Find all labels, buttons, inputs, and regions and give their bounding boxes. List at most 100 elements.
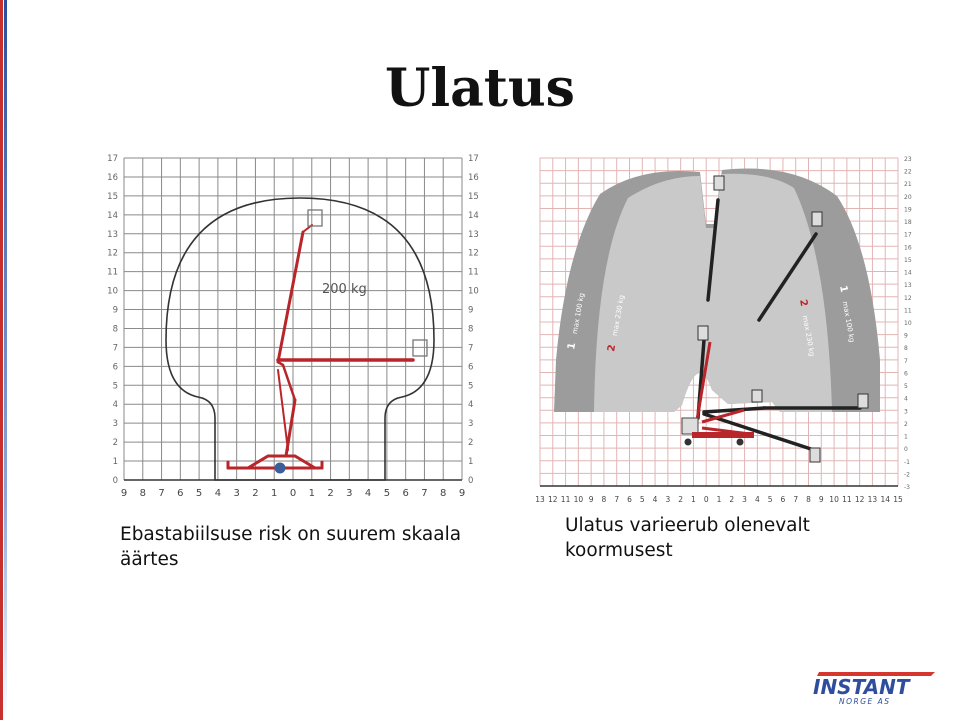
y-tick-label: 17 [904,232,912,239]
y-tick-label: -1 [904,459,910,466]
caption-left: Ebastabiilsuse risk on suurem skaala äär… [120,524,462,570]
y-tick-label: 6 [113,362,118,372]
y-tick-label: 1 [468,457,473,467]
y-tick-label: 2 [904,421,908,428]
y-tick-label: 10 [107,287,118,297]
zone-max-230kg [594,173,832,412]
y-tick-label: 16 [468,173,479,183]
x-tick-label: 13 [535,495,545,502]
x-tick-label: 8 [440,488,446,499]
x-tick-label: 3 [742,495,747,502]
x-tick-label: 6 [402,488,408,499]
x-tick-label: 2 [729,495,734,502]
x-tick-label: 8 [806,495,811,502]
people-count-2: 2 [606,344,618,353]
y-tick-label: 1 [904,434,908,441]
y-tick-label: 22 [904,169,912,176]
y-tick-label: 14 [468,211,479,221]
x-tick-label: 5 [768,495,773,502]
caption-right: Ulatus varieerub olenevalt koormusest [565,515,810,561]
y-tick-label: -3 [904,484,910,491]
y-tick-label: 17 [468,154,479,164]
x-tick-label: 9 [121,488,127,499]
y-tick-label: 9 [113,306,118,316]
y-tick-label: 12 [107,249,118,259]
truck [681,417,754,446]
x-tick-label: 8 [140,488,146,499]
y-tick-label: 0 [904,446,908,453]
y-tick-label: 3 [113,419,118,429]
y-tick-label: 4 [113,400,118,410]
y-tick-label: 16 [107,173,118,183]
y-tick-label: 3 [904,408,908,415]
x-tick-label: 9 [819,495,824,502]
company-logo: INSTANT NORGE AS [805,668,940,708]
y-tick-label: 3 [468,419,473,429]
working-envelope [165,197,435,481]
x-tick-label: 11 [561,495,571,502]
y-tick-label: 16 [904,244,912,251]
x-tick-label: 12 [548,495,558,502]
y-tick-label: 14 [107,211,118,221]
x-tick-label: 11 [842,495,852,502]
y-tick-label: 7 [904,358,908,365]
y-tick-label: 4 [904,396,908,403]
y-tick-label: 18 [904,219,912,226]
y-tick-label: 8 [904,345,908,352]
x-tick-label: 14 [880,495,890,502]
left-edge-accent [0,0,9,720]
x-tick-label: 1 [271,488,277,499]
y-tick-label: 1 [113,457,118,467]
y-tick-label: 5 [468,381,473,391]
y-tick-label: 21 [904,181,912,188]
x-tick-label: 10 [574,495,584,502]
x-tick-label: 13 [868,495,878,502]
y-tick-label: 11 [904,307,912,314]
x-tick-label: 7 [614,495,619,502]
y-tick-label: 4 [468,400,473,410]
y-tick-label: 6 [468,362,473,372]
y-tick-label: 13 [107,230,118,240]
x-tick-label: 5 [196,488,202,499]
y-tick-label: 8 [113,324,118,334]
y-tick-label: 13 [904,282,912,289]
x-tick-label: 4 [215,488,221,499]
y-tick-label: 9 [904,333,908,340]
x-tick-label: 4 [755,495,760,502]
x-tick-label: 0 [290,488,296,499]
y-tick-label: -2 [904,471,910,478]
x-tick-label: 7 [421,488,427,499]
basket [307,209,428,357]
x-tick-label: 6 [781,495,786,502]
y-tick-label: 12 [904,295,912,302]
y-tick-label: 7 [468,343,473,353]
y-tick-label: 5 [113,381,118,391]
y-tick-label: 9 [468,306,473,316]
y-tick-label: 2 [468,438,473,448]
y-tick-label: 0 [468,476,473,486]
x-tick-label: 5 [640,495,645,502]
x-tick-label: 1 [691,495,696,502]
y-tick-label: 15 [468,192,479,202]
y-tick-label: 12 [468,249,479,259]
y-tick-label: 0 [113,476,118,486]
load-label: 200 kg [322,282,367,297]
y-tick-label: 13 [468,230,479,240]
x-tick-label: 1 [717,495,722,502]
y-tick-label: 23 [904,156,912,163]
x-tick-label: 7 [793,495,798,502]
x-tick-label: 7 [158,488,164,499]
x-tick-label: 6 [627,495,632,502]
x-tick-label: 5 [384,488,390,499]
y-tick-label: 10 [904,320,912,327]
x-tick-label: 12 [855,495,865,502]
x-tick-label: 9 [589,495,594,502]
x-tick-label: 2 [327,488,333,499]
y-tick-label: 5 [904,383,908,390]
x-tick-label: 0 [704,495,709,502]
people-count-1-right: 1 [837,285,849,294]
x-tick-label: 9 [459,488,465,499]
basket-positions [697,175,869,463]
x-tick-label: 3 [233,488,239,499]
y-tick-label: 14 [904,270,912,277]
